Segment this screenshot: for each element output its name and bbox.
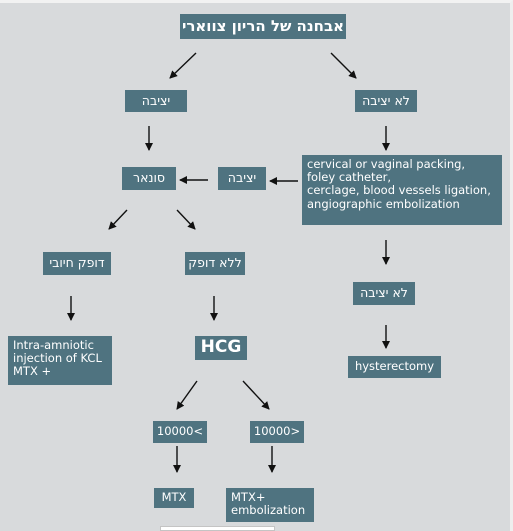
packing-line: angiographic embolization [307,196,460,211]
kcl-box: Intra-amniotic injection of KCL MTX + [8,336,112,385]
hcg-gt-box: 10000< [153,421,207,443]
packing-line: cerclage, blood vessels ligation, [307,183,491,198]
hcg-box: HCG [195,336,247,360]
stable-box: יציבה [125,90,187,112]
unstable-lower-box: לא יציבה [353,282,415,305]
mtx-box: MTX [154,488,194,508]
kcl-line: Intra-amniotic [13,338,94,352]
arrow-hcg-to-gt [176,380,198,410]
stable-mid-box: יציבה [218,167,266,190]
bottom-scrollbar [160,526,275,531]
arrow-title-to-stable [169,52,197,79]
unstable-box: לא יציבה [355,90,417,112]
packing-line: foley catheter, [307,170,392,185]
mtx-embo-line: embolization [231,503,306,518]
packing-box: cervical or vaginal packing, foley cathe… [302,155,502,225]
mtx-embolization-box: MTX+ embolization [226,488,314,522]
arrow-title-to-unstable [330,52,357,79]
sonar-box: סונאר [122,167,176,190]
arrow-hcg-to-lt [242,380,270,410]
no-pulse-box: ללא דופק [185,252,245,275]
pulse-positive-box: דופק חיובי [43,252,111,275]
title-box: אבחנה של הריון צווארי [180,14,346,39]
packing-line: cervical or vaginal packing, [307,157,466,171]
kcl-line: MTX + [13,364,52,379]
mtx-embo-line: MTX+ [231,490,266,504]
arrow-sonar-to-no-pulse [176,209,196,230]
hysterectomy-box: hysterectomy [348,356,441,378]
arrow-sonar-to-pulse [108,209,128,230]
kcl-line: injection of KCL [13,351,102,366]
hcg-lt-box: 10000> [250,421,304,443]
